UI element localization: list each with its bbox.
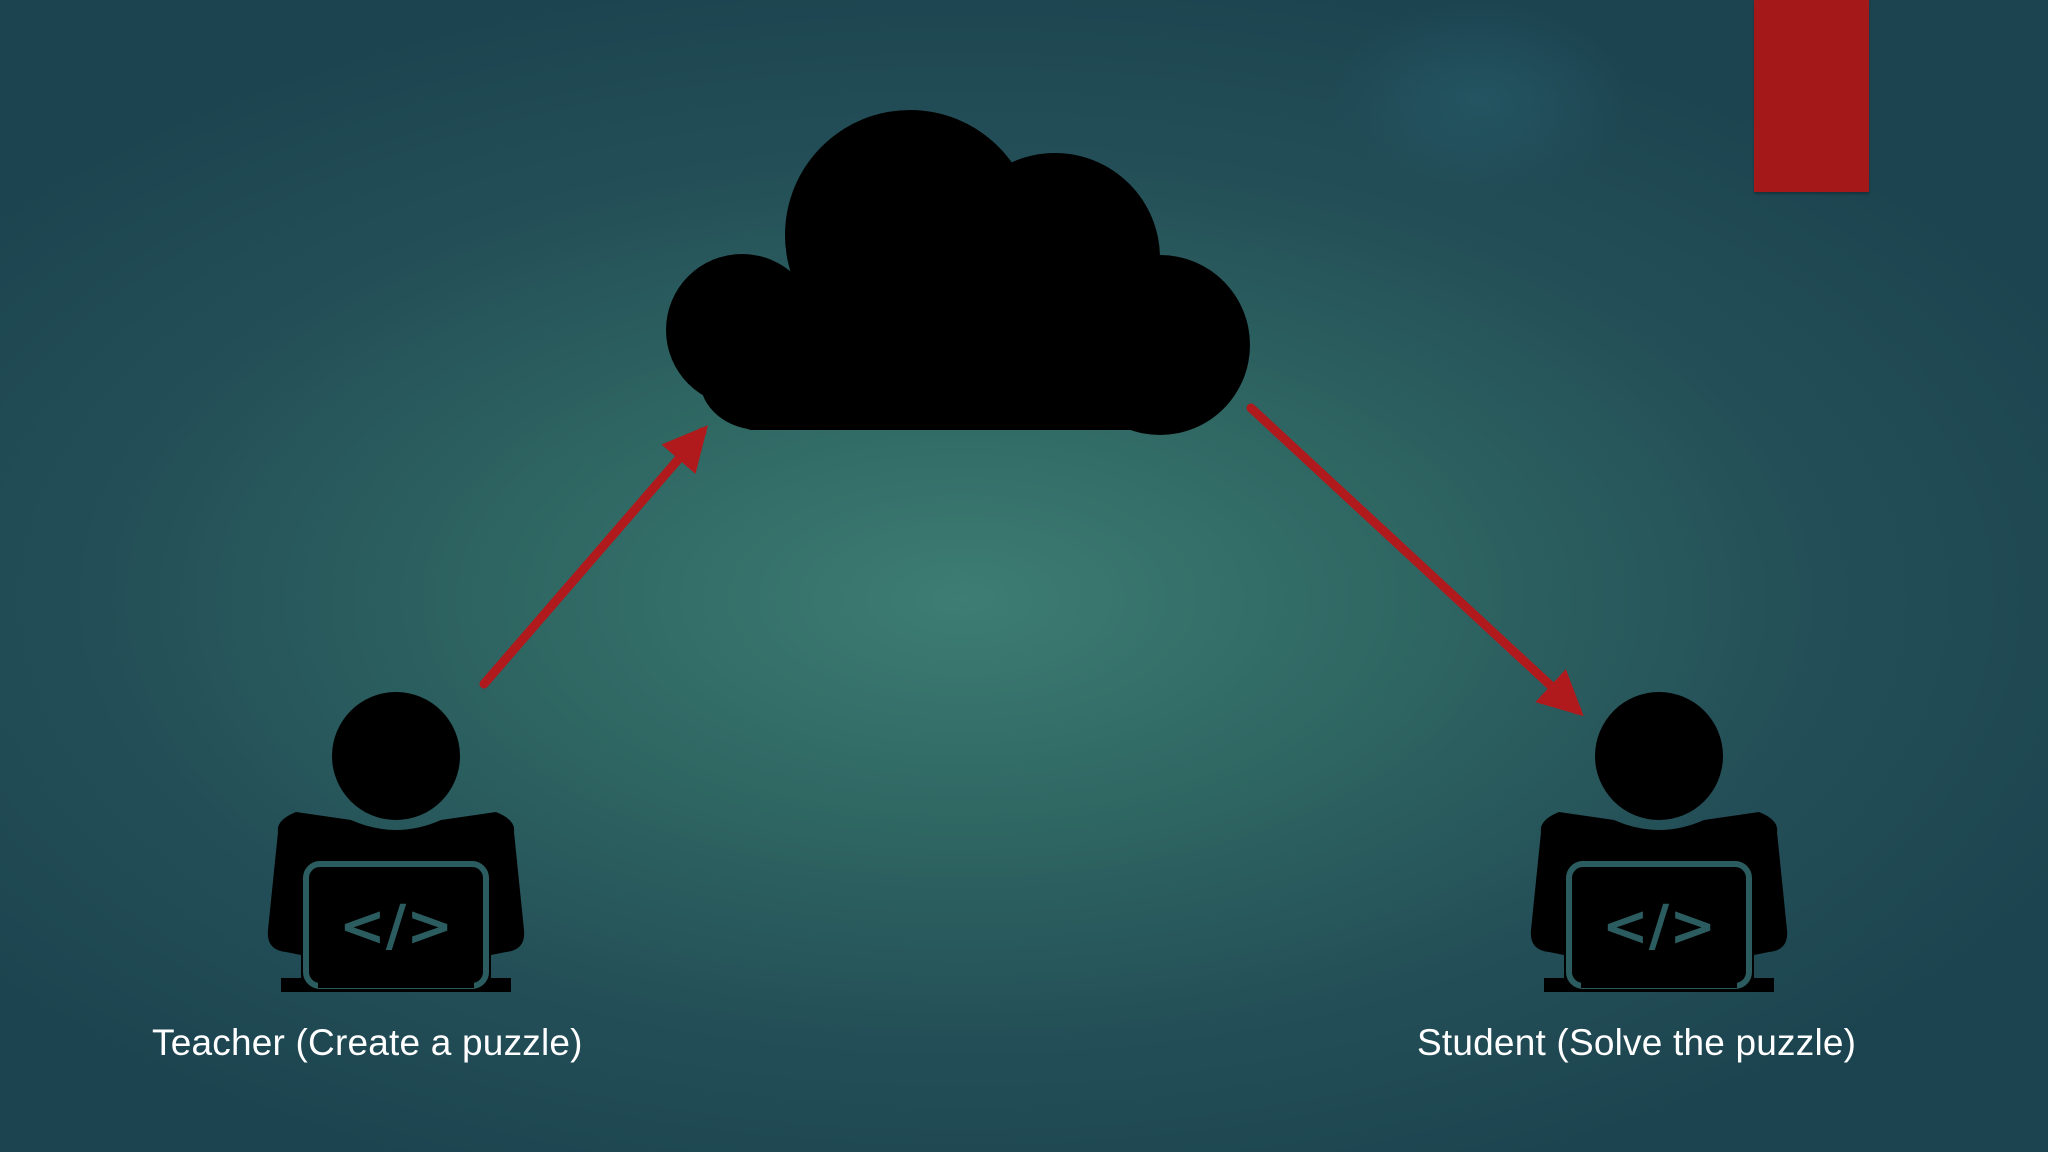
accent-tab: [1754, 0, 1869, 192]
arrow-teacher-to-cloud: [479, 425, 708, 689]
code-glyph: </>: [1602, 894, 1716, 959]
code-glyph: </>: [339, 894, 453, 959]
arrow-cloud-to-student: [1246, 403, 1584, 717]
teacher-icon: </>: [267, 692, 525, 992]
cloud-icon: [666, 110, 1250, 435]
student-caption: Student (Solve the puzzle): [1417, 1022, 1857, 1063]
student-icon: </>: [1530, 692, 1788, 992]
background-glow: [1330, 0, 1630, 200]
teacher-caption: Teacher (Create a puzzle): [152, 1022, 583, 1063]
